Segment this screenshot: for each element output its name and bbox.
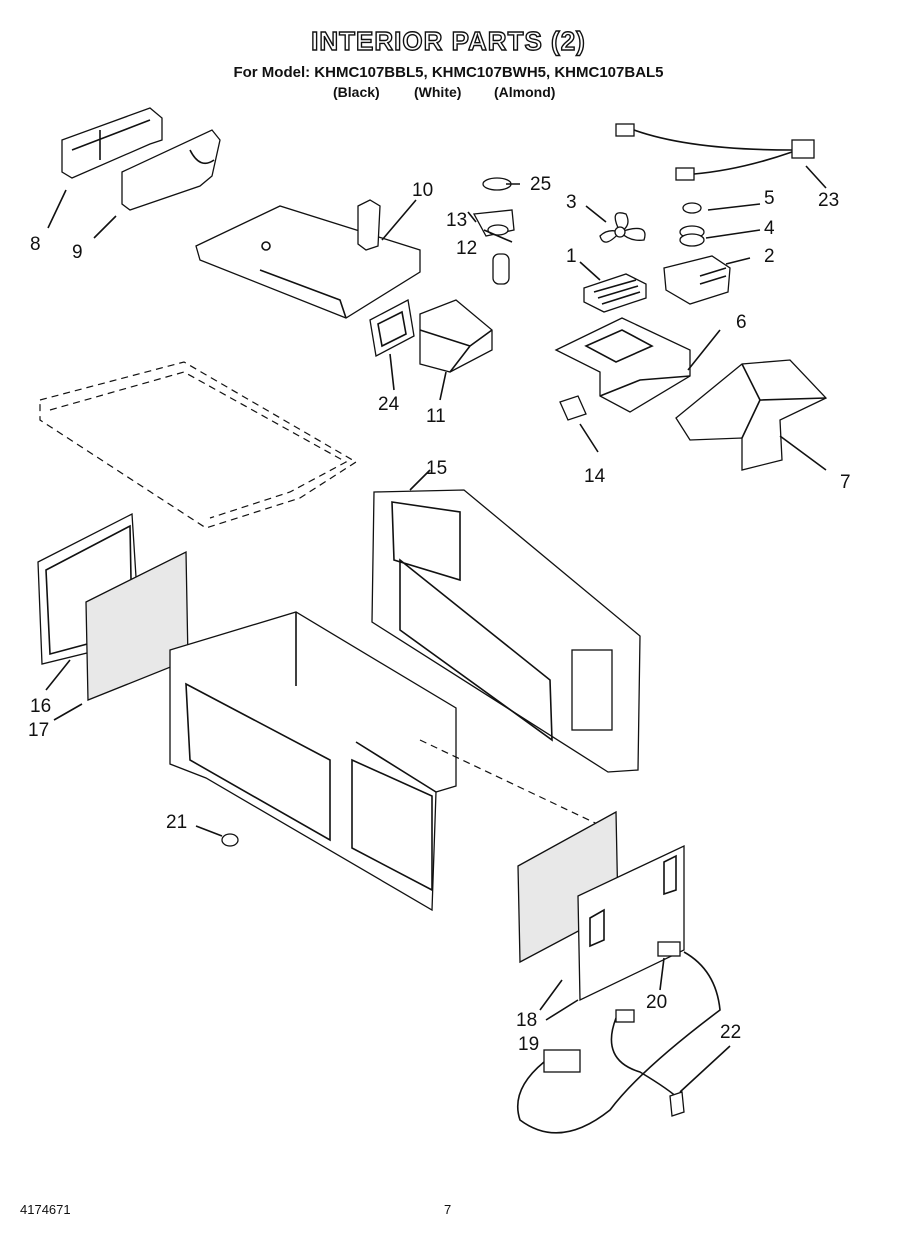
part-24-seal (369, 299, 415, 357)
page-number: 7 (444, 1202, 452, 1217)
callout-7: 7 (840, 472, 851, 493)
callout-5: 5 (764, 188, 775, 209)
callout-12: 12 (456, 238, 477, 259)
callout-19: 19 (518, 1034, 539, 1055)
page-title: INTERIOR PARTS (2) (310, 25, 586, 56)
callout-23: 23 (818, 190, 839, 211)
part-14-switch (559, 395, 587, 421)
part-11-duct (419, 299, 493, 373)
callout-18: 18 (516, 1010, 537, 1031)
part-2-motor (663, 255, 731, 305)
callout-9: 9 (72, 242, 83, 263)
part-9-bracket (121, 129, 221, 211)
callout-20: 20 (646, 992, 667, 1013)
callout-16: 16 (30, 696, 51, 717)
part-5-nut (682, 202, 702, 214)
color-black-label: (Black) (333, 84, 380, 100)
callout-22: 22 (720, 1022, 741, 1043)
callout-1: 1 (566, 246, 577, 267)
part-19-side-panel (577, 844, 685, 1002)
callout-2: 2 (764, 246, 775, 267)
callout-14: 14 (584, 466, 606, 487)
part-15-back-panel (371, 489, 641, 773)
callout-leaders (45, 165, 827, 1093)
part-22-wire-harness (516, 951, 721, 1134)
callout-4: 4 (764, 218, 775, 239)
callout-3: 3 (566, 192, 577, 213)
callout-21: 21 (166, 812, 187, 833)
part-23-harness (615, 123, 815, 181)
dashed-floor-outline (39, 361, 358, 529)
part-8-bracket (61, 107, 163, 179)
callout-25: 25 (530, 174, 551, 195)
callout-13: 13 (446, 210, 467, 231)
part-7-bracket (675, 359, 828, 471)
callout-6: 6 (736, 312, 747, 333)
callout-11: 11 (426, 406, 446, 427)
part-4-coupler (679, 225, 705, 247)
model-line: For Model: KHMC107BBL5, KHMC107BWH5, KHM… (233, 64, 664, 81)
callout-24: 24 (378, 394, 400, 415)
part-12-lamp (492, 253, 510, 285)
callout-numbers: 8 9 10 13 25 12 3 1 5 4 2 6 7 23 24 11 1… (28, 174, 851, 1055)
part-20-fuse (657, 941, 681, 957)
document-number: 4174671 (20, 1202, 71, 1217)
part-1-motor (583, 273, 647, 313)
callout-8: 8 (30, 234, 41, 255)
callout-17: 17 (28, 720, 49, 741)
part-21-grommet (221, 833, 239, 847)
callout-10: 10 (412, 180, 433, 201)
callout-15: 15 (426, 458, 447, 479)
part-3-fan-blade (599, 212, 646, 243)
part-10-cover-plate (195, 199, 421, 319)
cavity-housing (169, 611, 611, 912)
part-13-bracket (472, 209, 515, 237)
part-6-mount-bracket (554, 317, 691, 413)
color-almond-label: (Almond) (494, 84, 556, 100)
color-white-label: (White) (414, 84, 462, 100)
